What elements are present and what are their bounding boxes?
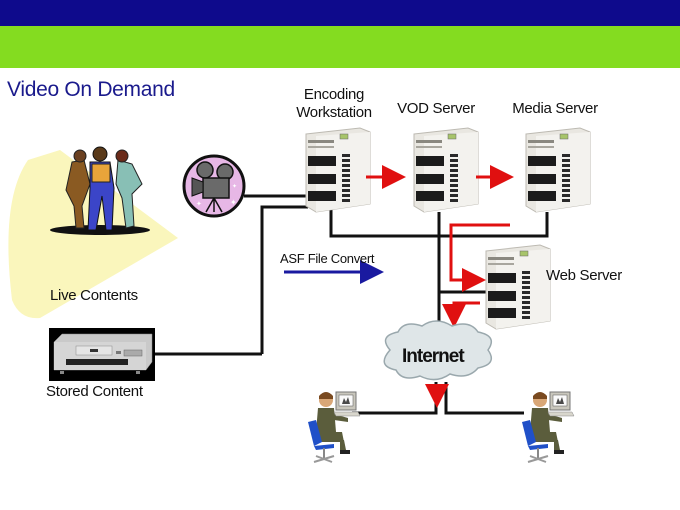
line-internet-to-client-left bbox=[352, 382, 438, 415]
user-at-computer-icon-right bbox=[521, 391, 575, 463]
svg-text:✦: ✦ bbox=[232, 183, 237, 190]
arrow-web-to-internet bbox=[442, 301, 480, 328]
asf-file-convert-label: ASF File Convert bbox=[280, 251, 375, 266]
vod-server-label: VOD Server bbox=[397, 100, 475, 117]
svg-text:✦: ✦ bbox=[230, 198, 237, 207]
web-server-icon bbox=[485, 244, 551, 330]
user-at-computer-icon-left bbox=[307, 391, 361, 463]
encoding-workstation-server-icon bbox=[305, 127, 371, 213]
encoding-workstation-label-line2: Workstation bbox=[296, 104, 372, 121]
svg-text:✦: ✦ bbox=[196, 200, 202, 208]
stored-content-label: Stored Content bbox=[46, 383, 143, 400]
slide-title: Video On Demand bbox=[7, 78, 175, 101]
flow-arrows bbox=[366, 165, 514, 408]
arrow-media-to-web bbox=[449, 223, 510, 292]
vod-server-icon bbox=[413, 127, 479, 213]
vcr-player-icon bbox=[49, 328, 155, 381]
media-server-icon bbox=[525, 127, 591, 213]
web-server-label: Web Server bbox=[546, 267, 622, 284]
line-internet-to-client-right bbox=[444, 382, 524, 415]
encoding-workstation-label-line1: Encoding bbox=[303, 86, 365, 103]
line-vcr-to-encoder-vertical bbox=[260, 205, 308, 354]
internet-label: Internet bbox=[402, 346, 465, 367]
accent-color-band bbox=[0, 26, 680, 68]
media-server-label: Media Server bbox=[512, 100, 598, 117]
live-contents-label: Live Contents bbox=[50, 287, 138, 304]
cloud-icon bbox=[383, 320, 493, 381]
encoding-workstation-label: Encoding Workstation bbox=[284, 86, 384, 122]
top-color-band bbox=[0, 0, 680, 26]
performers-clipart-icon bbox=[50, 146, 150, 235]
movie-camera-icon: ✦ ✦ ✦ bbox=[182, 154, 246, 218]
